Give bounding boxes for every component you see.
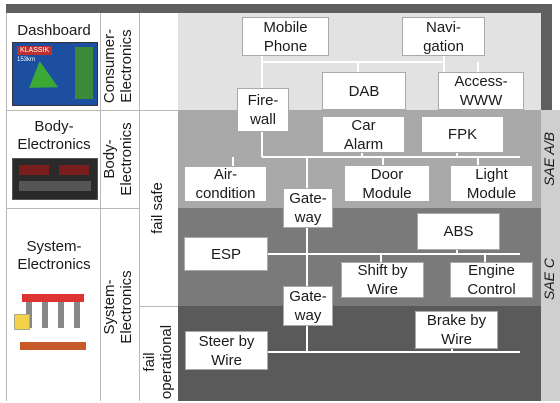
row-divider — [6, 208, 101, 209]
sae-strip-top — [541, 4, 552, 110]
node-abs: ABS — [417, 213, 500, 250]
dashboard-screen-sub: 153km — [17, 57, 36, 63]
node-access-www: Access- WWW — [438, 72, 524, 110]
col-divider — [139, 13, 140, 401]
ecu-box — [14, 314, 30, 330]
dashboard-screen-title: KLASSIK — [17, 46, 53, 55]
node-gateway-1: Gate- way — [283, 188, 333, 228]
sae-strip — [541, 110, 560, 401]
node-esp: ESP — [184, 237, 268, 271]
dashboard-label: Dashboard — [17, 22, 91, 39]
node-gateway-2: Gate- way — [283, 286, 333, 326]
node-steer-by-wire: Steer by Wire — [185, 331, 268, 370]
row-divider — [139, 110, 178, 111]
node-car-alarm: Car Alarm — [322, 116, 405, 153]
fuel-rail — [22, 294, 84, 302]
node-light-module: Light Module — [450, 165, 533, 202]
injector — [58, 302, 64, 328]
panel-buttons — [19, 181, 91, 191]
node-firewall: Fire- wall — [237, 88, 289, 132]
row-divider — [6, 110, 101, 111]
dashboard-image: KLASSIK 153km — [12, 42, 98, 106]
panel-display — [19, 165, 49, 175]
injector — [74, 302, 80, 328]
node-brake-by-wire: Brake by Wire — [415, 311, 498, 349]
node-mobile-phone: Mobile Phone — [242, 17, 329, 56]
col-divider — [100, 13, 101, 401]
dashboard-side-panel — [75, 47, 93, 99]
top-bar — [6, 4, 552, 13]
panel-display — [59, 165, 89, 175]
sensor-row — [20, 342, 86, 350]
body-control-panel-image — [12, 158, 98, 200]
node-air-condition: Air- condition — [184, 166, 267, 202]
node-door-module: Door Module — [344, 165, 430, 202]
row-divider — [101, 208, 139, 209]
body-electronics-label: Body- Electronics — [17, 118, 91, 153]
system-electronics-label: System- Electronics — [17, 238, 91, 273]
node-dab: DAB — [322, 72, 406, 110]
injection-system-image — [14, 290, 94, 360]
row-divider — [139, 306, 178, 307]
row-divider — [101, 110, 139, 111]
node-fpk: FPK — [421, 116, 504, 153]
injector — [42, 302, 48, 328]
node-engine-control: Engine Control — [450, 262, 533, 298]
node-shift-by-wire: Shift by Wire — [341, 262, 424, 298]
node-navigation: Navi- gation — [402, 17, 485, 56]
